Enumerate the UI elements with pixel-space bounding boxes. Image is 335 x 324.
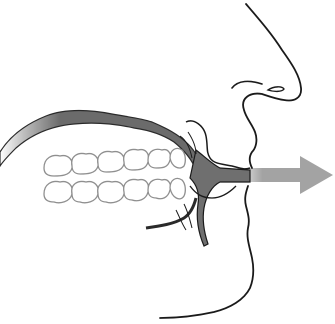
lower-face-outline	[160, 186, 253, 318]
lower-jaw	[146, 198, 196, 228]
nostril	[268, 87, 284, 92]
lower-teeth	[44, 178, 185, 202]
face-profile-outline	[243, 4, 301, 168]
nose-ala	[232, 81, 262, 88]
airflow-arrow	[240, 156, 333, 194]
upper-teeth	[44, 148, 185, 176]
